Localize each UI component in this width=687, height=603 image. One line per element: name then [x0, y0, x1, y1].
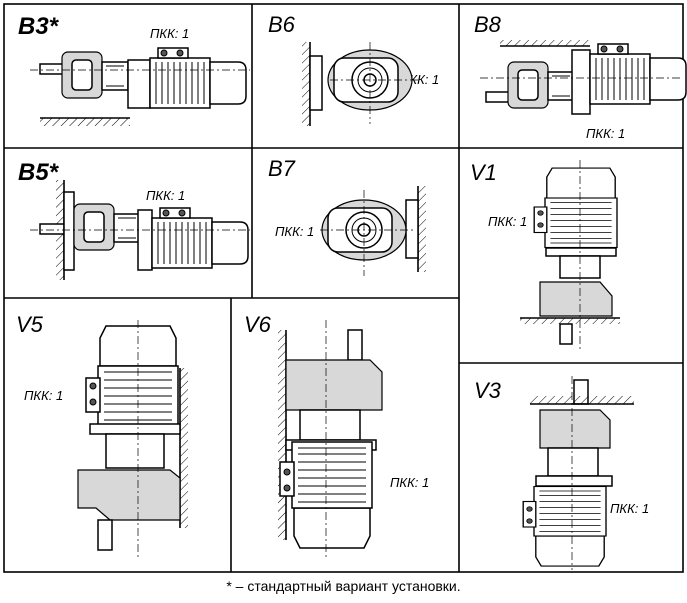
gearmotor-drawing [480, 40, 687, 115]
pkk-label: ПКК: 1 [24, 388, 63, 403]
cell-v1: V1 ПКК: 1 [470, 160, 620, 350]
footnote: * – стандартный вариант установки. [226, 578, 461, 594]
pkk-label: ПКК: 1 [488, 214, 527, 229]
pkk-label: ПКК: 1 [275, 224, 314, 239]
grid [3, 3, 684, 573]
cell-v5: V5 ПКК: 1 [16, 312, 188, 560]
gearmotor-drawing [77, 320, 188, 560]
gearmotor-drawing [302, 42, 420, 126]
gearmotor-drawing [520, 160, 620, 350]
cell-label: B8 [474, 12, 502, 37]
cell-v6: V6 ПКК: 1 [244, 312, 429, 560]
gearmotor-drawing [320, 186, 426, 276]
cell-label: V6 [244, 312, 272, 337]
cell-b8: B8 ПКК: 1 [474, 12, 687, 141]
cell-label: B3* [18, 13, 60, 40]
cell-b5: B5* ПКК: 1 [18, 159, 250, 280]
gearmotor-drawing [278, 320, 383, 560]
cell-label: B6 [268, 12, 296, 37]
cell-v3: V3 ПКК: 1 [474, 376, 649, 570]
pkk-label: ПКК: 1 [150, 26, 189, 41]
gearmotor-drawing [30, 180, 250, 280]
pkk-label: ПКК: 1 [586, 126, 625, 141]
pkk-label: ПКК: 1 [146, 188, 185, 203]
pkk-label: ПКК: 1 [610, 501, 649, 516]
gearmotor-drawing [522, 376, 634, 570]
pkk-label: ПКК: 1 [390, 475, 429, 490]
cell-label: B5* [18, 159, 60, 186]
cell-label: V3 [474, 378, 502, 403]
cell-label: V1 [470, 160, 497, 185]
cell-label: V5 [16, 312, 44, 337]
gearmotor-drawing [30, 47, 250, 126]
cell-label: B7 [268, 156, 296, 181]
cell-b6: B6 ПКК: 1 [268, 12, 439, 126]
cell-b7: B7 ПКК: 1 [268, 156, 426, 276]
cell-b3: B3* ПКК: 1 [18, 13, 250, 126]
